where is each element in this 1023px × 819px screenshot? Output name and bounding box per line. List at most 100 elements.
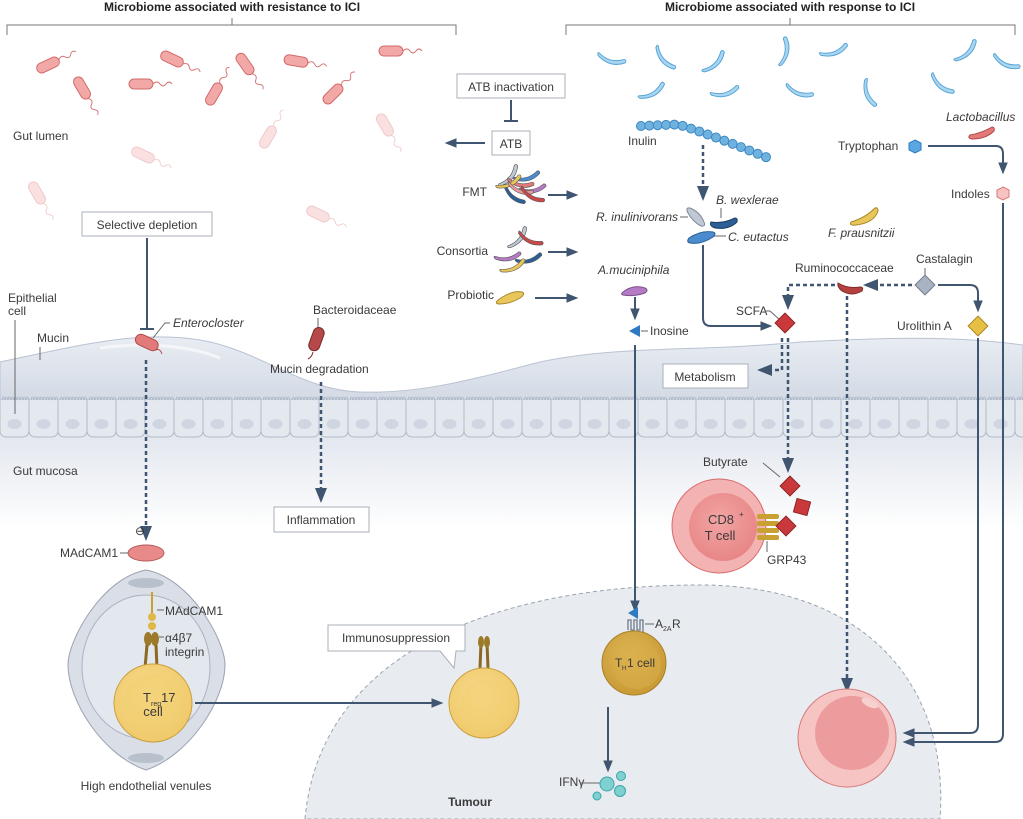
response-bacteria xyxy=(597,36,1021,107)
epithelial-cell xyxy=(376,396,407,438)
gut-mucosa-layer xyxy=(0,336,1023,530)
epithelial-cell xyxy=(608,396,639,438)
resistance-title: Microbiome associated with resistance to… xyxy=(104,0,360,14)
epithelial-cell xyxy=(144,396,175,438)
a2ar-receptor-icon xyxy=(627,619,644,632)
epithelial-cell xyxy=(637,396,668,438)
tryptophan-to-indoles-arrow xyxy=(928,145,1008,175)
epithelial-cell xyxy=(318,396,349,438)
response-bacterium-icon xyxy=(637,81,666,99)
probiotic-bacterium-icon xyxy=(495,291,525,305)
effector-immune-cell xyxy=(797,688,897,788)
mucin-label: Mucin xyxy=(37,331,69,345)
inulin-chain-icon xyxy=(636,119,771,163)
b-wexlerae-bacterium-icon xyxy=(710,217,738,229)
epithelial-label-1: Epithelial xyxy=(8,291,57,305)
response-bacterium-icon xyxy=(930,72,955,94)
lactobacillus-bacterium-icon xyxy=(968,126,995,140)
treg17-cell: T reg 17 cell xyxy=(113,663,193,743)
epithelial-cell xyxy=(927,396,958,438)
indoles-label: Indoles xyxy=(951,187,990,201)
ifng-molecules-icon xyxy=(592,771,626,801)
response-bacterium-icon xyxy=(953,38,977,62)
madcam1-inner-label: MAdCAM1 xyxy=(165,604,223,618)
scfa-diamond-icon xyxy=(774,312,796,334)
response-bacterium-icon xyxy=(863,77,878,107)
ruminococcaceae-to-scfa-arrow xyxy=(782,283,835,310)
svg-text:T: T xyxy=(615,656,623,670)
epithelial-label-2: cell xyxy=(8,304,26,318)
a2ar-ligand-icon xyxy=(628,607,638,619)
epithelial-cell xyxy=(347,396,378,438)
resistance-bacterium-icon xyxy=(205,66,230,106)
resistance-bacterium-icon xyxy=(306,205,347,228)
resistance-header: Microbiome associated with resistance to… xyxy=(6,0,457,35)
resistance-bracket xyxy=(6,18,457,35)
svg-text:Immunosuppression: Immunosuppression xyxy=(342,631,450,645)
resistance-bacterium-icon xyxy=(36,50,77,74)
epithelial-cell xyxy=(695,396,726,438)
ifng-label: IFNγ xyxy=(559,775,584,789)
immunosuppression-callout: Immunosuppression xyxy=(327,624,466,670)
inflammation-box: Inflammation xyxy=(273,506,370,533)
madcam1-integrin-complex-icon xyxy=(143,592,159,669)
urolithin-a-label: Urolithin A xyxy=(897,319,952,333)
epithelial-cell xyxy=(956,396,987,438)
grp43-receptor-icon xyxy=(757,514,779,540)
epithelial-cell xyxy=(434,396,465,438)
epithelial-cell xyxy=(231,396,262,438)
resistance-bacterium-icon xyxy=(283,54,327,68)
inosine-label: Inosine xyxy=(650,324,689,338)
epithelial-cell xyxy=(405,396,436,438)
response-bacterium-icon xyxy=(709,85,740,98)
inulin-label: Inulin xyxy=(628,134,657,148)
enterocloster-bacterium-icon xyxy=(134,333,163,355)
tumour-label: Tumour xyxy=(448,795,492,809)
mucin-degradation-label: Mucin degradation xyxy=(270,362,369,376)
response-bracket xyxy=(565,18,1016,35)
atb-box: ATB xyxy=(491,130,531,156)
butyrate-diamond-icon-1 xyxy=(779,475,801,497)
svg-text:Inflammation: Inflammation xyxy=(287,513,356,527)
mucin-layer xyxy=(0,336,1023,401)
epithelial-cell xyxy=(869,396,900,438)
epithelial-cell xyxy=(753,396,784,438)
ruminococcaceae-label: Ruminococcaceae xyxy=(795,261,894,275)
epithelial-cell xyxy=(115,396,146,438)
integrin-label-2: integrin xyxy=(165,645,204,659)
resistance-bacterium-icon xyxy=(378,45,423,57)
response-title: Microbiome associated with response to I… xyxy=(665,0,915,14)
a2ar-label-end: R xyxy=(672,617,681,631)
hev-label: High endothelial venules xyxy=(81,779,212,793)
epithelial-cell xyxy=(289,396,320,438)
svg-text:Metabolism: Metabolism xyxy=(674,370,735,384)
epithelial-cell xyxy=(521,396,552,438)
epithelial-cells xyxy=(0,396,1023,438)
depletion-inhibition-line xyxy=(140,238,154,330)
response-bacterium-icon xyxy=(993,53,1021,70)
svg-text:Selective depletion: Selective depletion xyxy=(97,218,198,232)
epithelial-cell xyxy=(173,396,204,438)
epithelial-cell xyxy=(782,396,813,438)
inosine-icon xyxy=(629,325,640,337)
svg-text:+: + xyxy=(739,510,744,519)
metabolism-box: Metabolism xyxy=(662,363,749,389)
epithelial-cell xyxy=(840,396,871,438)
resistance-bacterium-icon xyxy=(376,113,402,153)
response-bacterium-icon xyxy=(597,52,627,65)
response-bacterium-icon xyxy=(701,49,725,73)
fmt-bacteria-cluster xyxy=(493,164,547,273)
response-bacterium-icon xyxy=(785,83,815,98)
svg-text:H: H xyxy=(622,666,626,672)
fmt-label: FMT xyxy=(462,185,487,199)
response-header: Microbiome associated with response to I… xyxy=(565,0,1016,35)
indoles-to-cell-arrow xyxy=(902,203,1004,747)
epithelial-cell xyxy=(579,396,610,438)
epithelial-cell xyxy=(724,396,755,438)
r-inulinivorans-label: R. inulinivorans xyxy=(596,210,678,224)
atb-inactivation-box: ATB inactivation xyxy=(456,73,566,99)
probiotic-label: Probiotic xyxy=(447,288,494,302)
scfa-label: SCFA xyxy=(736,304,767,318)
producers-to-scfa-arrow xyxy=(702,245,773,331)
